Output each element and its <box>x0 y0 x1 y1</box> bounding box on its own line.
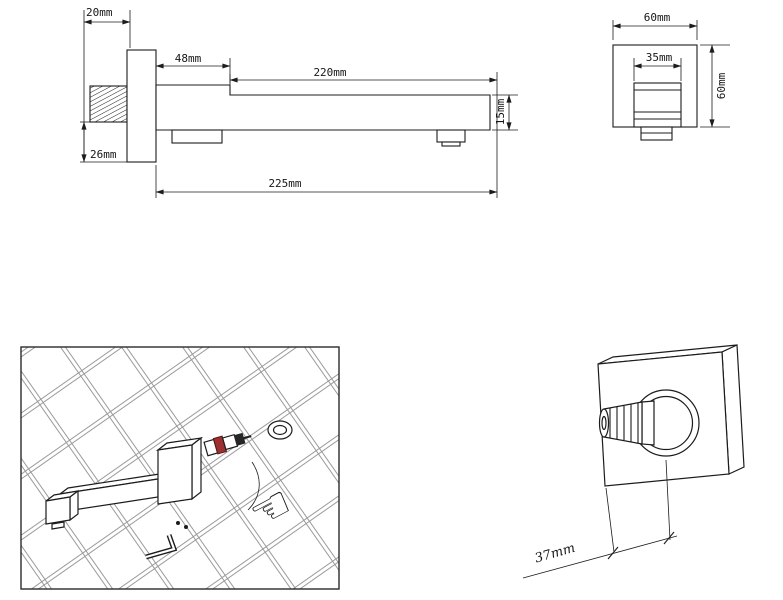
leader-curve <box>247 461 260 511</box>
screws <box>176 521 188 529</box>
valve-cartridge <box>203 432 252 457</box>
wall-hole <box>267 420 293 440</box>
dim-label-35mm: 35mm <box>646 51 673 64</box>
valve-stub <box>598 389 700 457</box>
end-view: 60mm 35mm 60mm <box>612 11 730 141</box>
allen-key-icon <box>145 534 178 560</box>
dim-spout-width: 35mm <box>633 51 682 81</box>
dim-plate-height: 60mm <box>700 44 730 128</box>
spout-body <box>155 84 491 131</box>
dim-spout-length: 220mm <box>229 66 498 198</box>
spout-outlet <box>436 129 466 143</box>
spout-3d-outlet <box>51 521 65 530</box>
dim-label-15mm: 15mm <box>494 98 507 125</box>
perspective-view: 37mm <box>522 344 745 579</box>
aerator <box>441 141 461 147</box>
dim-label-26mm: 26mm <box>90 148 117 161</box>
side-view: 20mm 48mm 220mm 15mm 26mm <box>80 6 518 198</box>
dim-thread-length: 20mm <box>83 6 131 162</box>
dim-base-depth: 48mm <box>155 52 231 83</box>
base-collar <box>171 129 223 144</box>
escutcheon-block <box>157 444 193 505</box>
spout-3d <box>45 436 204 530</box>
dim-label-225mm: 225mm <box>268 177 301 190</box>
dim-label-60mm-width: 60mm <box>644 11 671 24</box>
installation-view: ☜ <box>20 346 340 590</box>
dim-label-20mm: 20mm <box>86 6 113 19</box>
dim-spout-height: 15mm <box>492 94 518 131</box>
dim-label-60mm-height: 60mm <box>715 72 728 99</box>
dim-label-48mm: 48mm <box>175 52 202 65</box>
dim-plate-width: 60mm <box>612 11 698 40</box>
dim-label-220mm: 220mm <box>313 66 346 79</box>
dim-inlet-drop: 26mm <box>80 121 156 163</box>
wall-flange <box>126 49 157 163</box>
threaded-inlet <box>89 85 128 123</box>
dim-overall-length: 225mm <box>155 165 498 198</box>
dim-label-37mm: 37mm <box>533 541 577 567</box>
